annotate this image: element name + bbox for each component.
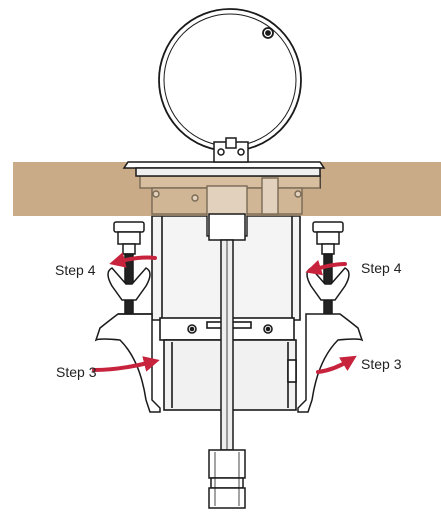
step4-left-label: Step 4: [55, 262, 96, 278]
step4-left-arrow-icon: [109, 252, 157, 268]
round-lid: [158, 8, 302, 152]
right-clamp: [297, 221, 364, 413]
step3-left-label: Step 3: [56, 364, 97, 380]
left-bolt-head-icon: [113, 221, 145, 233]
right-bolt-head-icon: [312, 221, 344, 233]
left-clamp: [94, 221, 161, 413]
left-wing-nut-icon: [107, 267, 151, 301]
rotation-arrows: [92, 252, 357, 374]
hinge: [213, 137, 249, 163]
step3-left-arrow-icon: [92, 356, 160, 372]
step4-right-label: Step 4: [361, 260, 402, 276]
plug-connector: [208, 449, 246, 509]
cable-rod: [208, 213, 246, 451]
top-flange: [122, 161, 326, 177]
step3-right-arrow-icon: [316, 355, 357, 374]
right-wing-nut-icon: [306, 267, 350, 301]
step4-right-arrow-icon: [305, 259, 347, 276]
step3-right-label: Step 3: [361, 356, 402, 372]
